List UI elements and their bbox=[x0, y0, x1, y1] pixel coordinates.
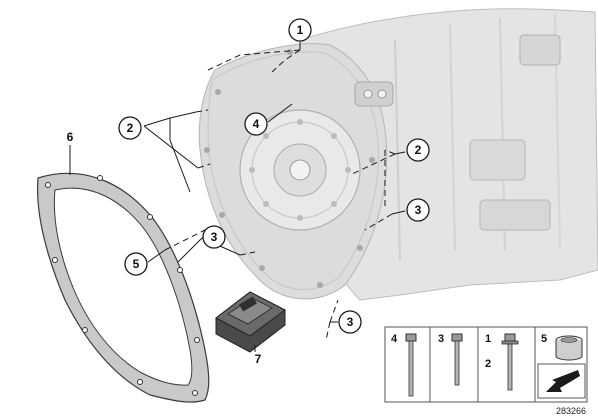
gasket-part bbox=[36, 172, 210, 403]
svg-text:3: 3 bbox=[415, 203, 422, 217]
parts-legend: 4 3 1 2 5 bbox=[384, 326, 588, 403]
svg-text:1: 1 bbox=[297, 23, 304, 37]
legend-label-2: 2 bbox=[485, 358, 491, 370]
callout-2-right: 2 bbox=[406, 138, 430, 162]
callout-3-right: 3 bbox=[406, 198, 430, 222]
callout-3-bottom: 3 bbox=[338, 310, 362, 334]
svg-text:3: 3 bbox=[211, 230, 218, 244]
legend-label-1: 1 bbox=[485, 333, 491, 345]
legend-label-3: 3 bbox=[438, 333, 444, 345]
svg-text:3: 3 bbox=[347, 315, 354, 329]
image-id: 283266 bbox=[556, 406, 586, 416]
sleeve-icon bbox=[555, 335, 583, 361]
callout-1-top: 1 bbox=[288, 18, 312, 42]
svg-text:2: 2 bbox=[127, 121, 134, 135]
callout-4: 4 bbox=[244, 112, 268, 136]
arrow-symbol-icon bbox=[537, 363, 586, 399]
svg-text:5: 5 bbox=[133, 257, 140, 271]
medium-bolt-icon bbox=[451, 333, 463, 386]
callout-3-left: 3 bbox=[202, 225, 226, 249]
label-7: 7 bbox=[255, 352, 262, 366]
flanged-bolt-icon bbox=[501, 333, 519, 391]
callout-5: 5 bbox=[124, 252, 148, 276]
svg-text:2: 2 bbox=[415, 143, 422, 157]
control-module-part bbox=[215, 291, 286, 353]
svg-text:4: 4 bbox=[253, 117, 260, 131]
long-bolt-icon bbox=[405, 333, 417, 397]
legend-label-5: 5 bbox=[541, 333, 547, 345]
transmission-housing bbox=[198, 8, 598, 301]
callout-2-left: 2 bbox=[118, 116, 142, 140]
legend-label-4: 4 bbox=[391, 333, 398, 345]
label-6: 6 bbox=[67, 130, 74, 144]
